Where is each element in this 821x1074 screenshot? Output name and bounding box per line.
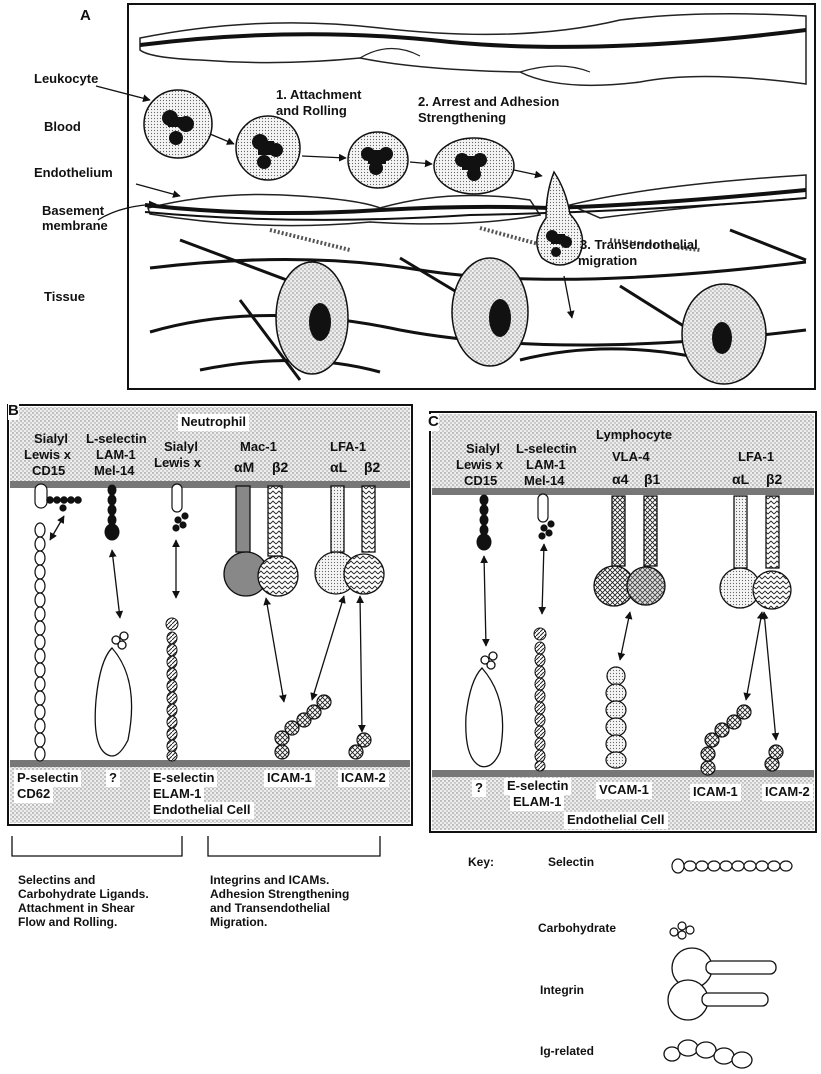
key-ig-related-label: Ig-related — [540, 1045, 594, 1058]
step2-line1: 2. Arrest and Adhesion — [418, 95, 559, 110]
b-icam2: ICAM-2 — [338, 770, 389, 787]
c-beta1: β1 — [644, 472, 660, 488]
b-esel-l1: E-selectin — [150, 770, 217, 787]
label-membrane: membrane — [42, 219, 108, 234]
c-beta2: β2 — [766, 472, 782, 488]
c-icam2: ICAM-2 — [762, 784, 813, 801]
b-psel-l1: P-selectin — [14, 770, 81, 787]
c-icam1: ICAM-1 — [690, 784, 741, 801]
panel-b-letter: B — [8, 403, 19, 420]
step3-line1: 3. Transendothelial — [580, 238, 698, 253]
label-basement: Basement — [42, 204, 104, 219]
b-unknown: ? — [106, 770, 120, 787]
c-sialyl-l1: Sialyl — [466, 442, 500, 457]
b-sialyl1-l1: Sialyl — [34, 432, 68, 447]
c-lsel-l1: L-selectin — [516, 442, 577, 457]
key-integrin-label: Integrin — [540, 984, 584, 997]
b-lsel-l2: LAM-1 — [96, 448, 136, 463]
caption-left-l4: Flow and Rolling. — [18, 916, 117, 929]
c-vcam1: VCAM-1 — [596, 782, 652, 799]
b-mac1: Mac-1 — [240, 440, 277, 455]
caption-left-l3: Attachment in Shear — [18, 902, 135, 915]
panel-a-letter: A — [80, 8, 91, 25]
key-integrin-glyph — [668, 948, 776, 1020]
step3-line2: migration — [578, 254, 637, 269]
caption-brackets — [12, 836, 380, 856]
b-lsel-l1: L-selectin — [86, 432, 147, 447]
b-neutrophil-label: Neutrophil — [178, 414, 249, 431]
step1-line1: 1. Attachment — [276, 88, 361, 103]
b-lfa1: LFA-1 — [330, 440, 366, 455]
c-endothelial-label: Endothelial Cell — [564, 812, 668, 829]
step2-line2: Strengthening — [418, 111, 506, 126]
b-sialyl2-l2: Lewis x — [154, 456, 201, 471]
b-icam1: ICAM-1 — [264, 770, 315, 787]
label-blood: Blood — [44, 120, 81, 135]
panel-c-letter: C — [428, 414, 439, 431]
c-lsel-l2: LAM-1 — [526, 458, 566, 473]
b-alpha-l: αL — [330, 460, 347, 476]
c-esel-l1: E-selectin — [504, 778, 571, 795]
caption-right-l1: Integrins and ICAMs. — [210, 874, 329, 887]
label-tissue: Tissue — [44, 290, 85, 305]
label-leukocyte: Leukocyte — [34, 72, 98, 87]
b-endothelial-label: Endothelial Cell — [150, 802, 254, 819]
b-p-selectin-chain — [35, 523, 45, 761]
caption-left-l2: Carbohydrate Ligands. — [18, 888, 149, 901]
c-sialyl-l3: CD15 — [464, 474, 497, 489]
caption-right-l3: and Transendothelial — [210, 902, 330, 915]
b-esel-l2: ELAM-1 — [150, 786, 204, 803]
c-lymphocyte-label: Lymphocyte — [596, 428, 672, 443]
caption-left-l1: Selectins and — [18, 874, 95, 887]
b-lsel-l3: Mel-14 — [94, 464, 134, 479]
key-carbohydrate-glyph — [670, 922, 694, 939]
c-sialyl-l2: Lewis x — [456, 458, 503, 473]
caption-right-l2: Adhesion Strengthening — [210, 888, 349, 901]
c-lsel-l3: Mel-14 — [524, 474, 564, 489]
key-selectin-glyph — [672, 859, 792, 873]
step1-line2: and Rolling — [276, 104, 347, 119]
key-carbohydrate-label: Carbohydrate — [538, 922, 616, 935]
key-selectin-label: Selectin — [548, 856, 594, 869]
key-ig-related-glyph — [664, 1040, 752, 1068]
key-title: Key: — [468, 856, 494, 869]
b-sialyl1-l3: CD15 — [32, 464, 65, 479]
c-lfa1: LFA-1 — [738, 450, 774, 465]
b-psel-l2: CD62 — [14, 786, 53, 803]
c-unknown: ? — [472, 780, 486, 797]
label-endothelium: Endothelium — [34, 166, 113, 181]
b-beta2-lfa: β2 — [364, 460, 380, 476]
b-sialyl1-l2: Lewis x — [24, 448, 71, 463]
b-sialyl2-l1: Sialyl — [164, 440, 198, 455]
caption-right-l4: Migration. — [210, 916, 267, 929]
c-esel-l2: ELAM-1 — [510, 794, 564, 811]
b-beta2-mac: β2 — [272, 460, 288, 476]
c-alpha-l: αL — [732, 472, 749, 488]
c-alpha4: α4 — [612, 472, 628, 488]
c-vla4: VLA-4 — [612, 450, 650, 465]
b-alpha-m: αM — [234, 460, 254, 476]
